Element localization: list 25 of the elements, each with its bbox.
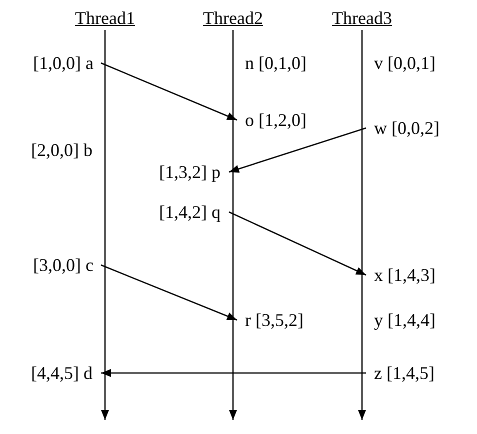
message-arrow: [101, 369, 366, 377]
event-label: [2,0,0] b: [31, 139, 100, 161]
event-label: [4,4,5] d: [31, 362, 100, 384]
event-label: [1,0,0] a: [33, 52, 102, 74]
event-label: x [1,4,3]: [366, 264, 436, 286]
thread-label: Thread3: [332, 7, 392, 29]
event-label: [1,3,2] p: [159, 161, 228, 183]
event-label: w [0,0,2]: [366, 117, 440, 139]
event-label: [3,0,0] c: [33, 254, 102, 276]
message-arrow: [100, 264, 238, 321]
event-label: r [3,5,2]: [237, 309, 304, 331]
thread-label: Thread2: [203, 7, 263, 29]
message-arrow: [100, 62, 238, 121]
thread-label: Thread1: [75, 7, 135, 29]
event-label: [1,4,2] q: [159, 201, 228, 223]
event-label: v [0,0,1]: [366, 52, 436, 74]
event-label: z [1,4,5]: [366, 362, 434, 384]
timeline-arrow: [101, 30, 109, 420]
event-label: o [1,2,0]: [237, 109, 306, 131]
message-arrow: [228, 127, 366, 173]
event-label: y [1,4,4]: [366, 309, 436, 331]
message-arrow: [228, 211, 366, 276]
event-label: n [0,1,0]: [237, 52, 306, 74]
timeline-arrow: [358, 30, 366, 420]
timeline-arrow: [229, 30, 237, 420]
